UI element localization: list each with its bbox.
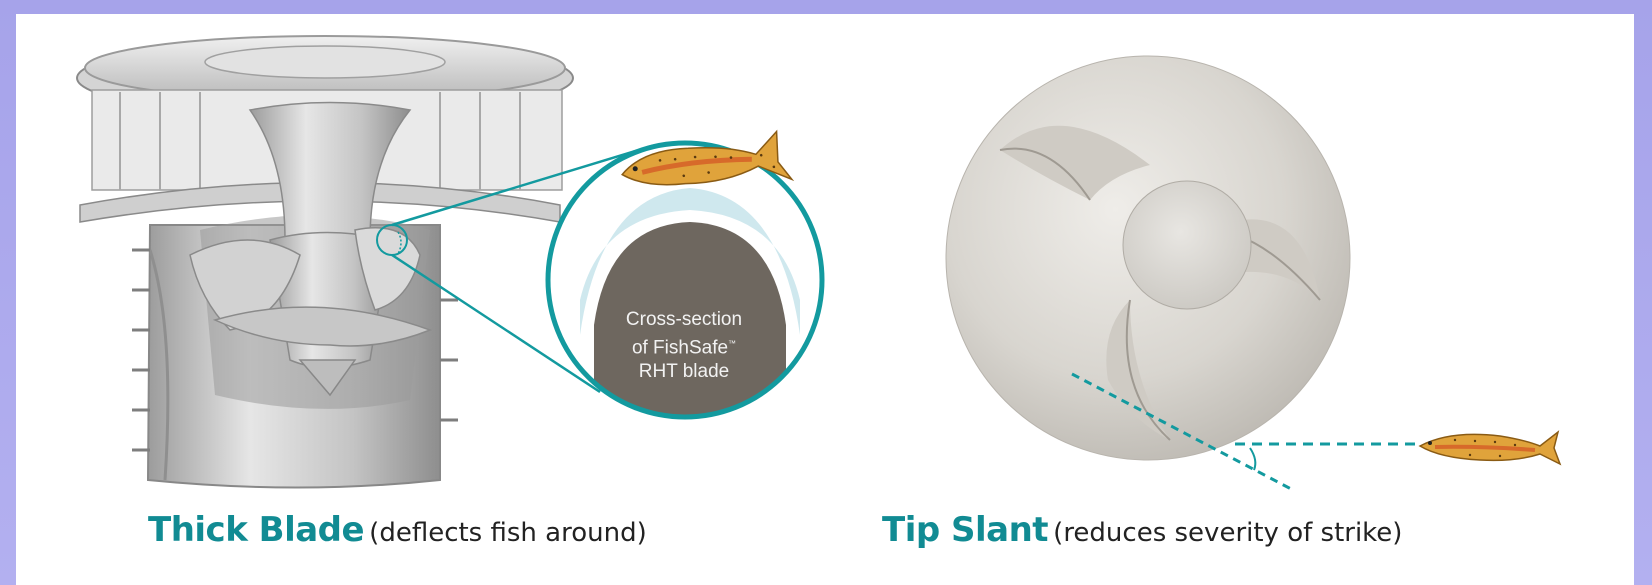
tip-slant-description: (reduces severity of strike) bbox=[1053, 518, 1402, 548]
blade-cross-section-inset bbox=[548, 143, 822, 430]
cross-section-label-line2-text: of FishSafe bbox=[632, 337, 728, 358]
trademark-symbol: ™ bbox=[728, 339, 736, 348]
turbine-cutaway-image bbox=[77, 36, 573, 488]
tip-slant-caption: Tip Slant (reduces severity of strike) bbox=[882, 510, 1402, 550]
cross-section-label: Cross-section of FishSafe™ RHT blade bbox=[598, 308, 770, 384]
cross-section-label-line3: RHT blade bbox=[598, 360, 770, 384]
thick-blade-caption: Thick Blade (deflects fish around) bbox=[148, 510, 647, 550]
thick-blade-title: Thick Blade bbox=[148, 510, 364, 550]
cross-section-label-line1: Cross-section bbox=[598, 308, 770, 332]
cross-section-label-line2: of FishSafe™ bbox=[598, 332, 770, 360]
tip-slant-title: Tip Slant bbox=[882, 510, 1048, 550]
fishsafe-runner-image bbox=[946, 56, 1350, 460]
thick-blade-description: (deflects fish around) bbox=[369, 518, 647, 548]
trout-fish-icon-lower bbox=[1420, 432, 1560, 464]
